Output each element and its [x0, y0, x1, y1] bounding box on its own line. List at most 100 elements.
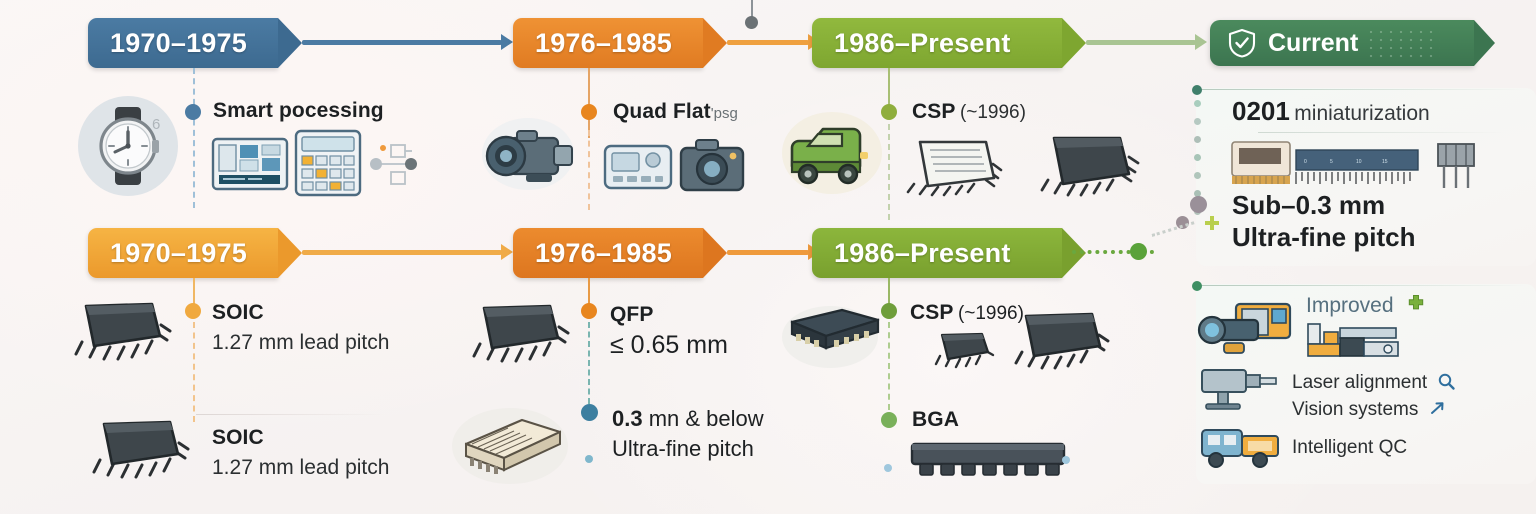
banner-label: 1976–1985 [535, 27, 672, 58]
soic-bottom-divider [196, 414, 386, 415]
label-soic-row2: SOIC 1.27 mm lead pitch [212, 300, 389, 355]
timeline-banner-row2-1[interactable]: 1970–1975 [88, 228, 302, 278]
right-bottom-anchor-node [1192, 281, 1202, 291]
bga-accent-dot-left [884, 464, 892, 472]
callout-subpitch: Sub–0.3 mm Ultra-fine pitch [1232, 190, 1415, 253]
node-row2-2-lower [581, 404, 598, 421]
magnifier-icon [1438, 373, 1455, 390]
label-soic-bottom: SOIC 1.27 mm lead pitch [212, 425, 389, 480]
banner-label: 1976–1985 [535, 237, 672, 268]
timeline-banner-row1-3[interactable]: 1986–Present [812, 18, 1086, 68]
vehicle-icon [786, 124, 882, 186]
label-head: SOIC [212, 426, 264, 449]
feature-vision-systems: Vision systems [1292, 399, 1446, 421]
banner-label: 1986–Present [834, 237, 1011, 268]
connector-arrow-row2-1 [302, 244, 513, 260]
label-csp-row2: CSP (~1996) [910, 301, 1024, 325]
timeline-banner-row1-1[interactable]: 1970–1975 [88, 18, 302, 68]
label-ultrafine-row2: 0.3 mn & below Ultra-fine pitch [612, 406, 764, 463]
label-head: SOIC [212, 301, 264, 324]
banner-label: 1970–1975 [110, 27, 247, 58]
feature-laser-alignment: Laser alignment [1292, 372, 1455, 394]
chip-soic-bottom-icon [86, 418, 190, 482]
timeline-banner-row1-2[interactable]: 1976–1985 [513, 18, 727, 68]
label-line1: 0.3 mn & below [612, 406, 764, 433]
node-row1-1 [185, 104, 201, 120]
right-top-panel-rule [1196, 89, 1526, 90]
chip-qfp-large-row2-icon [1006, 310, 1114, 372]
svg-text:0: 0 [1304, 159, 1307, 165]
dot-texture-icon [1366, 28, 1440, 58]
chip-soic-row2-icon [68, 300, 172, 364]
timeline-banner-row2-2[interactable]: 1976–1985 [513, 228, 727, 278]
connector-arrow-row1-2 [727, 34, 820, 50]
timeline-banner-row2-3[interactable]: 1986–Present [812, 228, 1086, 278]
calculator-icon [294, 129, 362, 197]
label-note: 'psg [710, 105, 738, 122]
conveyor-icon [1306, 318, 1404, 358]
label-sub: 1.27 mm lead pitch [212, 330, 390, 354]
handheld-device-icon [603, 142, 673, 192]
stem-row1-3 [888, 68, 890, 112]
stem-row2-1 [193, 278, 195, 308]
stem-row1-2b [588, 130, 590, 210]
right-bottom-panel-rule [1196, 285, 1526, 286]
stem-row1-1 [193, 68, 195, 208]
svg-text:10: 10 [1356, 159, 1362, 165]
watch-dial-number: 6 [152, 116, 161, 133]
right-top-node-small [1176, 216, 1189, 229]
stem-row2-2 [588, 278, 590, 310]
label-sub: 1.27 mm lead pitch [212, 455, 390, 479]
connector-dotted-row2-3 [1072, 250, 1154, 254]
label-head: Quad Flat [613, 100, 711, 123]
label-head: BGA [912, 408, 959, 431]
node-row2-2-tiny [585, 455, 593, 463]
headline-bold: 0201 [1232, 96, 1290, 126]
node-row2-3 [881, 303, 897, 319]
feature-label: Intelligent QC [1292, 437, 1408, 458]
machine-vehicle-icon [1196, 424, 1292, 470]
right-top-node-large [1190, 196, 1207, 213]
chip-qfp-dark-icon [1030, 132, 1140, 197]
banner-label: 1986–Present [834, 27, 1011, 58]
headline-underline [1258, 132, 1508, 133]
label-qfp-row2: QFP ≤ 0.65 mm [610, 302, 728, 360]
right-top-anchor-node [1192, 85, 1202, 95]
camcorder-icon [484, 126, 576, 188]
node-row1-3 [881, 104, 897, 120]
label-line2: Ultra-fine pitch [612, 435, 754, 461]
connector-arrow-row1-3 [1086, 34, 1207, 50]
connector-arrow-row2-2 [727, 244, 820, 260]
current-banner[interactable]: Current [1210, 20, 1495, 66]
svg-text:15: 15 [1382, 159, 1388, 165]
plus-icon [1203, 215, 1221, 233]
inspection-machine-icon [1196, 300, 1306, 360]
feature-label: Laser alignment [1292, 372, 1428, 393]
current-banner-label: Current [1268, 28, 1359, 57]
feature-intelligent-qc: Intelligent QC [1292, 437, 1407, 459]
label-head: Smart pocessing [213, 99, 384, 122]
svg-text:5: 5 [1330, 159, 1333, 165]
label-quad-flat: Quad Flat'psg [613, 100, 738, 124]
timeline-node-top [745, 16, 758, 29]
label-sub: mn & below [648, 406, 764, 431]
arrow-up-right-icon [1429, 400, 1446, 417]
label-improved: Improved [1306, 294, 1426, 318]
label-head: CSP [912, 100, 956, 123]
plus-badge-icon [1406, 294, 1426, 314]
node-row2-2 [581, 303, 597, 319]
label-head: 0.3 [612, 406, 643, 431]
connector-arrow-row1-1 [302, 34, 513, 50]
bga-package-icon [900, 438, 1078, 480]
stem-row2-2b [588, 322, 590, 404]
label-head: CSP [910, 301, 954, 324]
stem-row2-1b [193, 322, 195, 422]
chip-qfp-light-icon [898, 134, 1006, 197]
substrate-icon [456, 414, 568, 480]
node-row2-1 [185, 303, 201, 319]
chip-small-row2-icon [930, 330, 996, 372]
label-csp-row1: CSP (~1996) [912, 100, 1026, 124]
wristwatch-icon [88, 104, 172, 188]
connector-node-green [1130, 243, 1147, 260]
